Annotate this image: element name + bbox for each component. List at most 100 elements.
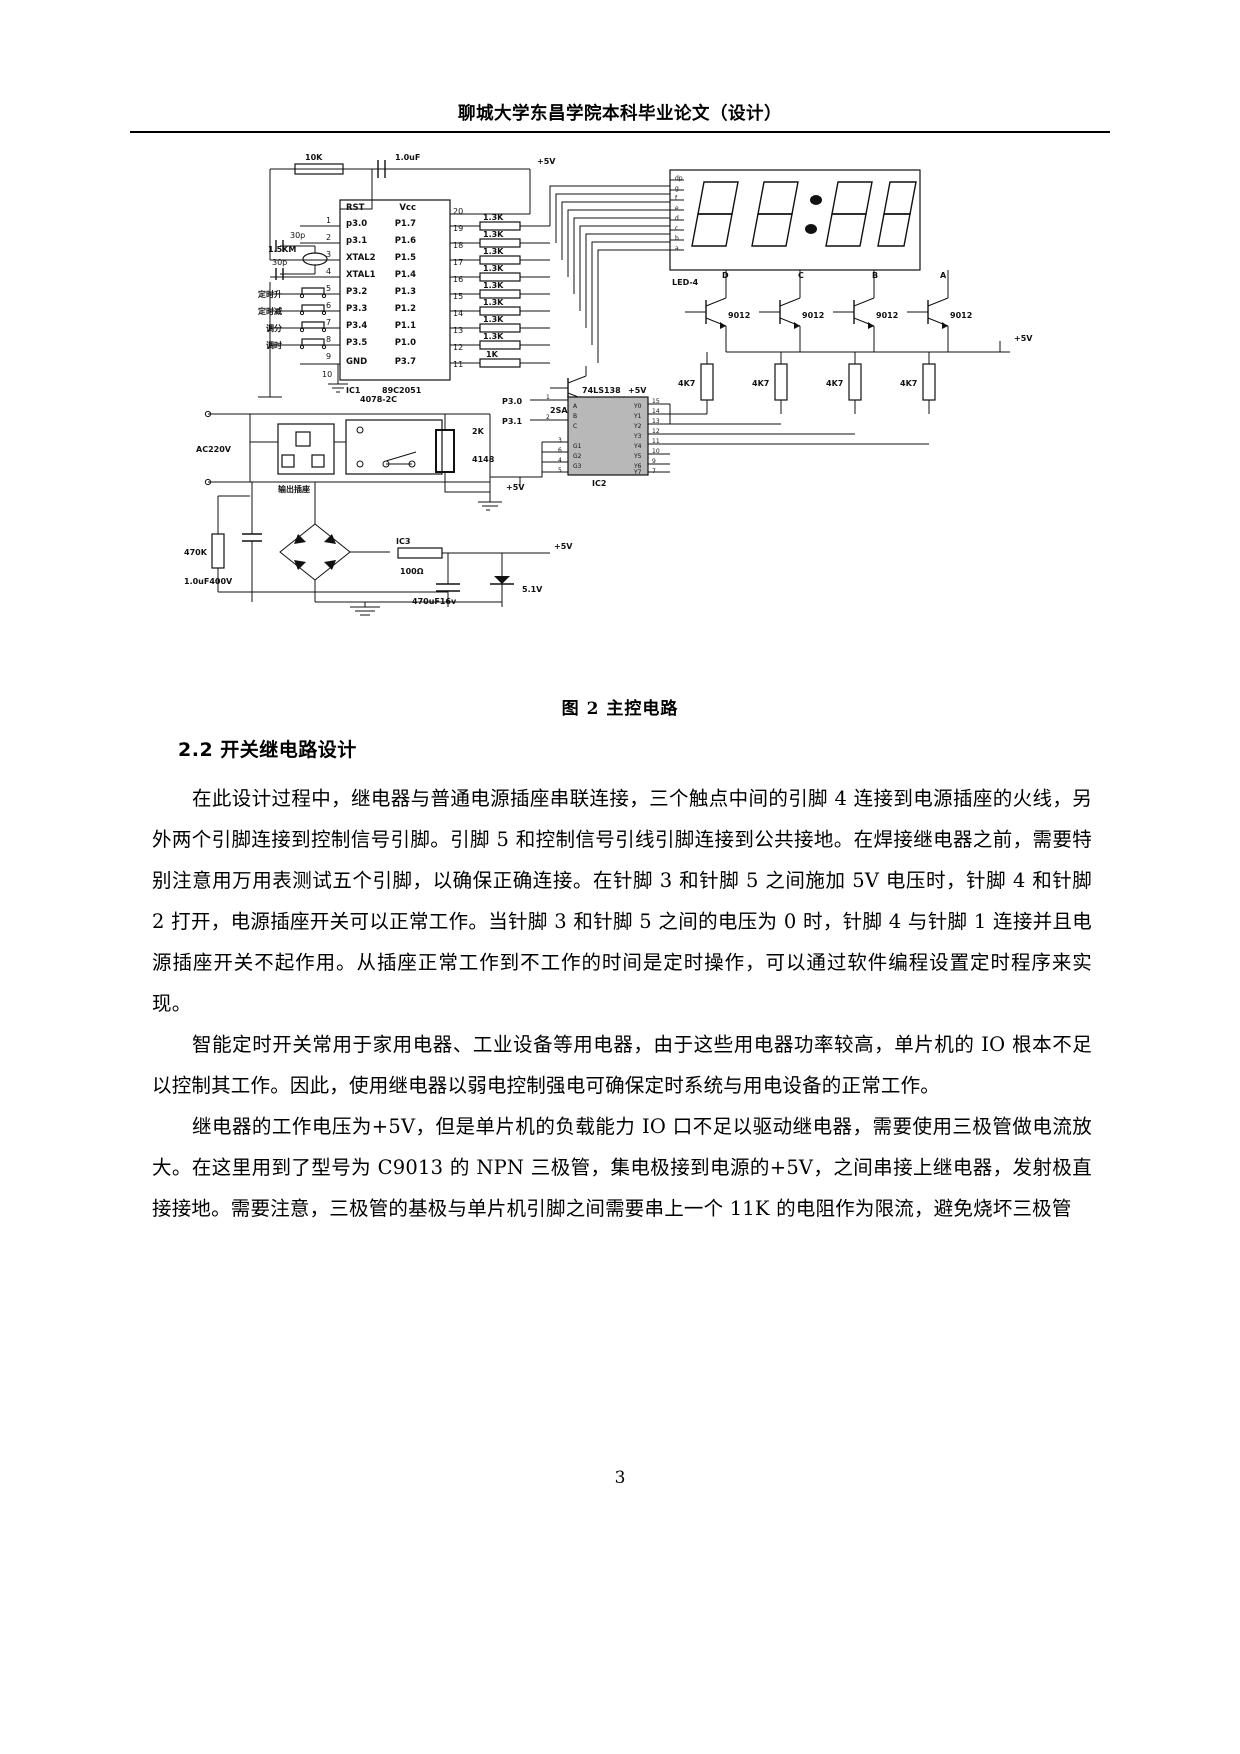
res-seg-label-8: 1.3K	[483, 332, 504, 341]
mains-label: AC220V	[196, 445, 232, 454]
res-seg-2	[479, 238, 521, 248]
decoder-in-num-4: 4	[558, 457, 562, 464]
mcu-pin-num-9: 9	[326, 352, 331, 361]
relay-coil-note: 2K	[472, 427, 485, 436]
button-2-body	[301, 304, 325, 312]
relay-part-label: 4078-2C	[360, 395, 397, 404]
mcu-pin-name-6: P3.2	[346, 287, 367, 297]
mains-terminal-l	[204, 410, 212, 418]
mcu-pin-num-5: 5	[326, 284, 331, 293]
paragraph-2: 智能定时开关常用于家用电器、工业设备等用电器，由于这些用电器功率较高，单片机的 …	[152, 1033, 1092, 1097]
decoder-out-y5: Y5	[633, 453, 642, 460]
mcu-pin-name-7: P3.3	[346, 304, 367, 314]
transistor-9012-1: 9012	[685, 270, 750, 352]
decoder-out-y7: Y7	[633, 469, 642, 476]
res-4k7-2	[774, 363, 788, 401]
segment-bus	[549, 185, 670, 363]
decoder-out-num-12: 12	[652, 428, 660, 435]
mcu-pin-name-10: GND	[346, 357, 367, 367]
digit-common-label-c: C	[798, 271, 804, 280]
vcc-rail-wire	[450, 168, 531, 215]
mcu-rpin-num-15: 15	[453, 292, 463, 301]
mcu-pin-name-9: P3.5	[346, 338, 367, 348]
decoder-port-label-1: P3.1	[502, 417, 522, 426]
transistor-9012-3: 9012	[833, 270, 898, 352]
button-label-3: 调分	[266, 323, 282, 333]
res-seg-7	[479, 323, 521, 333]
rail-5v-digit: +5V	[1014, 334, 1033, 343]
seven-seg-digit-2	[751, 181, 799, 247]
decoder-out-y6: Y6	[633, 463, 642, 470]
mcu-rpin-name-15: P1.3	[395, 287, 416, 297]
display-pin-b: b	[675, 235, 679, 242]
paragraph-1: 在此设计过程中，继电器与普通电源插座串联连接，三个触点中间的引脚 4 连接到电源…	[152, 787, 1092, 1015]
transistor-9012-2: 9012	[759, 270, 824, 352]
res-4k7-label-2: 4K7	[752, 379, 769, 388]
colon-separator	[805, 195, 822, 234]
mcu-pin-name-5: XTAL1	[346, 270, 376, 280]
res-4k7-label-3: 4K7	[826, 379, 843, 388]
mcu-rpin-name-18: P1.6	[395, 236, 416, 246]
decoder-in-g3: G3	[573, 463, 582, 470]
display-pin-e: e	[675, 205, 679, 212]
crystal-body	[302, 252, 328, 266]
res-seg-label-4: 1.3K	[483, 264, 504, 273]
zener-label: 5.1V	[522, 585, 543, 594]
decoder-in-a: A	[573, 403, 578, 410]
mcu-pin-name-2: p3.0	[346, 219, 367, 229]
res-seg-label-3: 1.3K	[483, 247, 504, 256]
decoder-in-g1: G1	[573, 443, 582, 450]
decoder-out-y2: Y2	[633, 423, 642, 430]
section-heading-2-2: 2.2 开关继电路设计	[178, 739, 357, 761]
decoder-out-num-11: 11	[652, 438, 660, 445]
power-supply-section: 470K 1.0uF400V IC3	[184, 482, 573, 616]
rail-5v-decoder: +5V	[506, 483, 525, 492]
decoder-port-label-0: P3.0	[502, 397, 522, 406]
decoder-part-number: 74LS138	[582, 386, 621, 395]
mcu-pin-name-1: RST	[346, 203, 365, 213]
res-4k7-4	[922, 363, 936, 401]
decoder-out-num-10: 10	[652, 448, 660, 455]
transistor-label-4: 9012	[950, 311, 972, 320]
reset-resistor-body	[294, 163, 344, 175]
mcu-pin-num-1: 1	[326, 216, 331, 225]
decoder-in-num-6: 6	[558, 447, 562, 454]
decoder-out-num-13: 13	[652, 418, 660, 425]
bridge-rectifier	[279, 482, 390, 602]
decoder-in-num-3: 3	[558, 437, 562, 444]
output-socket-label: 输出插座	[278, 484, 310, 494]
decoder-out-num-9: 9	[652, 458, 656, 465]
mcu-rpin-name-17: P1.5	[395, 253, 416, 263]
display-pin-d: d	[675, 215, 679, 222]
mains-resistor-label: 470K	[184, 548, 208, 557]
decoder-in-g2: G2	[573, 453, 582, 460]
res-seg-5	[479, 289, 521, 299]
res-4k7-3	[848, 363, 862, 401]
mcu-pin-name-3: p3.1	[346, 236, 367, 246]
transistor-label-2: 9012	[802, 311, 824, 320]
mcu-rpin-name-12: P1.0	[395, 338, 416, 348]
reset-resistor-label: 10K	[305, 153, 323, 162]
led4-display-group: dp g f e d c b a	[669, 169, 947, 287]
mcu-rpin-name-14: P1.2	[395, 304, 416, 314]
res-seg-8	[479, 340, 521, 350]
mcu-part-number: 89C2051	[382, 386, 422, 395]
res-seg-label-5: 1.3K	[483, 281, 504, 290]
decoder-out-y3: Y3	[633, 433, 642, 440]
seven-seg-digit-1	[691, 181, 739, 247]
figure-caption: 图 2 主控电路	[561, 699, 679, 719]
reset-network: 10K 1.0uF	[269, 153, 450, 260]
mcu-rpin-name-16: P1.4	[395, 270, 416, 280]
button-1-body	[301, 287, 325, 295]
decoder-out-num-15: 15	[652, 398, 660, 405]
mcu-pin-num-8: 8	[326, 335, 331, 344]
mcu-rpin-num-16: 16	[453, 275, 463, 284]
res-4k7-label-4: 4K7	[900, 379, 917, 388]
res-dp-label: 1K	[486, 350, 499, 359]
res-seg-label-1: 1.3K	[483, 213, 504, 222]
reset-capacitor-label: 1.0uF	[395, 153, 420, 162]
figure-main-control-circuit: RST p3.0 p3.1 XTAL2 XTAL1 P3.2 P3.3 P3.4…	[150, 152, 1110, 622]
decoder-in-num-1: 1	[546, 394, 550, 401]
mcu-pin-num-3: 3	[326, 250, 331, 259]
mcu-pin-name-8: P3.4	[346, 321, 367, 331]
